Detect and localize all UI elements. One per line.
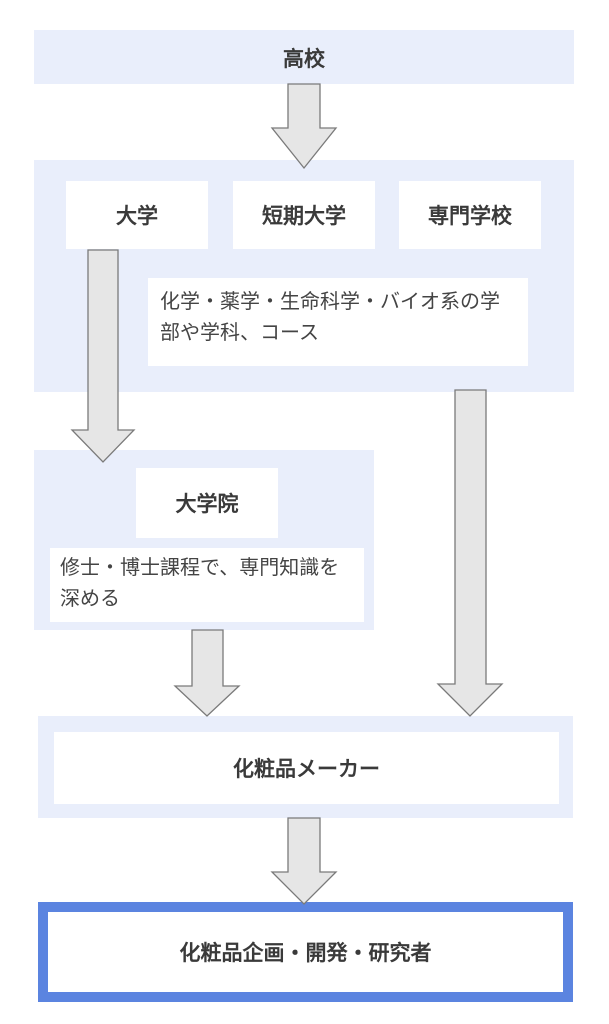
arrow-maker-to-final [270,817,338,905]
maker-box: 化粧品メーカー [54,732,559,804]
vocational-school-box: 専門学校 [399,181,541,249]
graduate-school-box: 大学院 [136,468,278,538]
high-school-label: 高校 [283,47,325,71]
schools-note: 化学・薬学・生命科学・バイオ系の学部や学科、コース [148,278,528,366]
arrow-vocational-to-maker [436,389,504,717]
arrow-graduate-to-maker [173,629,241,717]
high-school-panel: 高校 [34,30,574,84]
arrow-highschool-to-schools [270,83,338,170]
graduate-note: 修士・博士課程で、専門知識を深める [50,548,364,622]
university-box: 大学 [66,181,208,249]
junior-college-box: 短期大学 [233,181,375,249]
final-role-box: 化粧品企画・開発・研究者 [38,902,573,1002]
